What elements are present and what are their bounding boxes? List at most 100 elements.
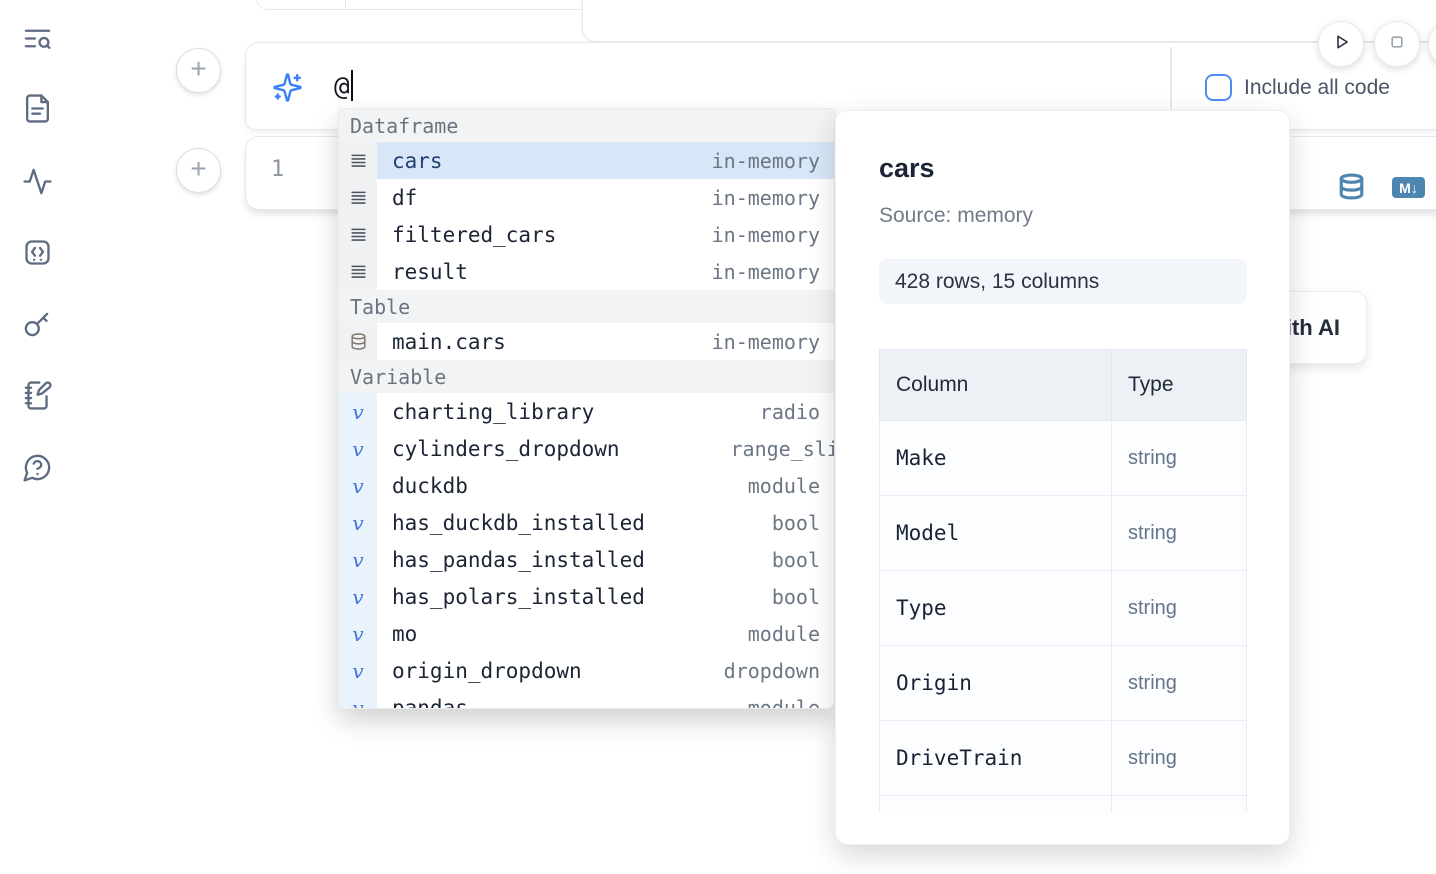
schema-table-row-partial (879, 795, 1247, 813)
autocomplete-item-name: duckdb (392, 473, 468, 498)
preview-title: cars (879, 153, 935, 183)
sidebar-item-help[interactable] (20, 453, 54, 487)
sidebar (0, 0, 72, 874)
autocomplete-item-name: mo (392, 621, 418, 646)
column-type-cell: string (1111, 420, 1247, 496)
autocomplete-section-header: Dataframe (339, 109, 834, 142)
sidebar-item-snippets[interactable] (20, 238, 54, 272)
autocomplete-item-type: bool (771, 547, 820, 572)
autocomplete-item-name: cars (392, 148, 443, 173)
rows-icon (339, 216, 377, 253)
autocomplete-item-type: range_slider (730, 436, 835, 461)
column-type-cell: string (1111, 495, 1247, 571)
column-name-cell (879, 795, 1112, 813)
autocomplete-item-type: dropdown (723, 658, 820, 683)
sidebar-item-explore[interactable] (20, 24, 54, 58)
autocomplete-item-type: in-memory (711, 259, 820, 284)
ai-prompt-input[interactable]: @ (334, 70, 353, 102)
variable-icon: v (339, 689, 377, 708)
rows-icon (339, 179, 377, 216)
add-cell-button-bottom[interactable]: + (176, 148, 221, 193)
column-name-cell: DriveTrain (879, 720, 1112, 796)
variable-icon: v (339, 578, 377, 615)
database-icon[interactable] (1337, 172, 1366, 201)
autocomplete-item-name: has_duckdb_installed (392, 510, 645, 535)
sidebar-item-keys[interactable] (20, 309, 54, 343)
autocomplete-item[interactable]: v has_polars_installed bool (339, 578, 834, 615)
column-type-cell: string (1111, 570, 1247, 646)
previous-cell-output-bottom (582, 0, 1436, 42)
autocomplete-item-name: pandas (392, 695, 468, 709)
column-name-cell: Type (879, 570, 1112, 646)
key-icon (22, 308, 53, 344)
autocomplete-item[interactable]: main.cars in-memory (339, 323, 834, 360)
autocomplete-item-type: bool (771, 510, 820, 535)
variable-icon: v (339, 652, 377, 689)
database-icon (339, 323, 377, 360)
sidebar-item-scratchpad[interactable] (20, 381, 54, 415)
variable-icon: v (339, 430, 377, 467)
rows-icon (339, 253, 377, 290)
interrupt-button[interactable] (1374, 21, 1420, 67)
autocomplete-section-header: Table (339, 290, 834, 323)
run-all-button[interactable] (1318, 21, 1364, 67)
column-name-cell: Model (879, 495, 1112, 571)
snippets-code-icon (22, 237, 53, 273)
sidebar-item-files[interactable] (20, 94, 54, 128)
autocomplete-item-type: radio (759, 399, 820, 424)
sparkles-icon (272, 72, 303, 103)
activity-icon (22, 166, 53, 202)
sidebar-item-activity[interactable] (20, 167, 54, 201)
markdown-icon[interactable]: M↓ (1392, 177, 1425, 198)
autocomplete-item-type: bool (771, 584, 820, 609)
column-type-cell (1111, 795, 1247, 813)
column-name-cell: Origin (879, 645, 1112, 721)
autocomplete-item-type: module (747, 473, 820, 498)
schema-table-header: Column (879, 349, 1112, 421)
preview-shape-badge: 428 rows, 15 columns (879, 259, 1247, 304)
autocomplete-item-name: has_pandas_installed (392, 547, 645, 572)
autocomplete-item-name: main.cars (392, 329, 506, 354)
notebook-pen-icon (22, 380, 53, 416)
column-type-cell: string (1111, 720, 1247, 796)
autocomplete-item-type: in-memory (711, 329, 820, 354)
add-cell-button-top[interactable]: + (176, 48, 221, 93)
include-all-code-checkbox[interactable] (1205, 74, 1232, 101)
help-chat-icon (22, 452, 53, 488)
text-search-icon (22, 23, 53, 59)
include-all-code-label: Include all code (1244, 76, 1390, 99)
autocomplete-item-type: in-memory (711, 222, 820, 247)
autocomplete-item-name: filtered_cars (392, 222, 557, 247)
variable-icon: v (339, 467, 377, 504)
autocomplete-item[interactable]: v has_duckdb_installed bool (339, 504, 834, 541)
autocomplete-item-name: df (392, 185, 418, 210)
ai-cell-divider (1170, 47, 1172, 127)
play-icon (1329, 30, 1353, 59)
preview-source: Source: memory (879, 204, 1034, 227)
previous-cell-divider (345, 0, 346, 10)
variable-icon: v (339, 504, 377, 541)
autocomplete-item-type: module (747, 621, 820, 646)
dataframe-preview-panel: cars Source: memory 428 rows, 15 columns… (835, 110, 1290, 845)
autocomplete-item[interactable]: filtered_cars in-memory (339, 216, 834, 253)
autocomplete-item-name: has_polars_installed (392, 584, 645, 609)
column-name-cell: Make (879, 420, 1112, 496)
